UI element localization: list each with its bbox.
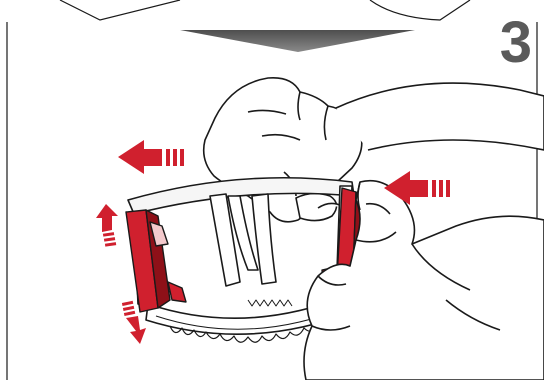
pull-left-arrow-icon (118, 140, 184, 174)
step-number: 3 (500, 14, 532, 72)
left-scraper-blade (126, 210, 186, 312)
previous-step-remnant (60, 0, 470, 20)
direction-band (180, 30, 415, 52)
up-arrow-icon (96, 204, 118, 247)
